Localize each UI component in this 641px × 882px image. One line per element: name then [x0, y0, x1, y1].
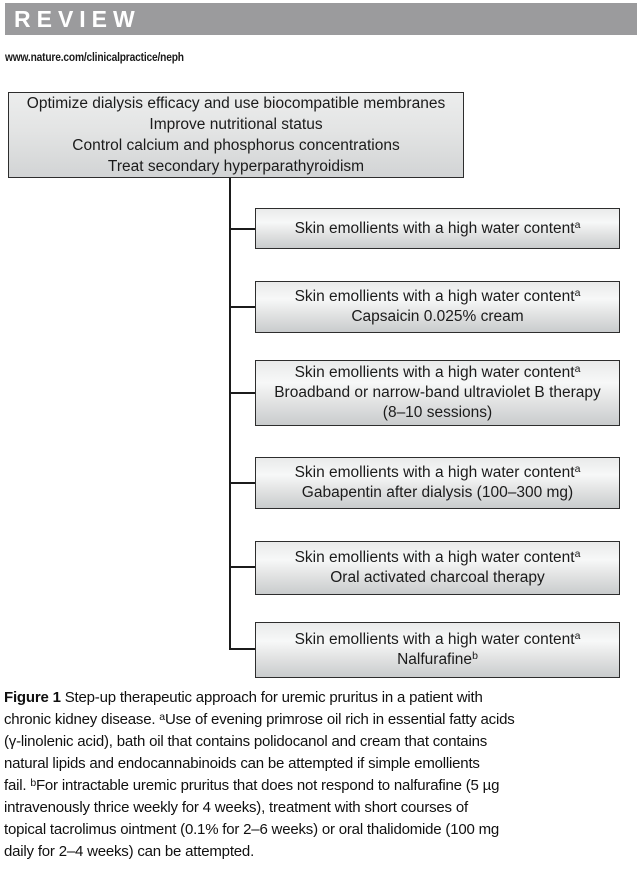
caption-line: natural lipids and endocannabinoids can …	[4, 755, 480, 772]
step-box-line: Skin emollients with a high water conten…	[294, 363, 581, 381]
caption-line: (γ-linolenic acid), bath oil that contai…	[4, 733, 488, 750]
connector-branch-5	[230, 566, 255, 568]
footnote-marker-a: a	[574, 218, 581, 231]
footnote-marker-a: a	[574, 463, 581, 475]
root-box-line: Optimize dialysis efficacy and use bioco…	[26, 95, 446, 112]
review-section-banner: REVIEW	[5, 3, 637, 35]
step-box-line: (8–10 sessions)	[382, 404, 493, 421]
caption-line: intravenously thrice weekly for 4 weeks)…	[4, 799, 468, 816]
figure-number-label: Figure 1	[4, 689, 61, 706]
step-box-line: Skin emollients with a high water conten…	[294, 630, 581, 648]
footnote-marker-b: b	[30, 777, 36, 789]
connector-branch-6	[230, 648, 255, 650]
root-box-line: Improve nutritional status	[149, 116, 323, 133]
step-box-line: Oral activated charcoal therapy	[330, 569, 545, 586]
step-box-line: Skin emollients with a high water conten…	[294, 287, 581, 305]
step-box-5-charcoal: Skin emollients with a high water conten…	[255, 541, 620, 595]
step-box-1-emollients: Skin emollients with a high water conten…	[255, 208, 620, 249]
root-box-line: Treat secondary hyperparathyroidism	[107, 158, 365, 175]
caption-line: fail. bFor intractable uremic pruritus t…	[4, 777, 500, 794]
footnote-marker-a: a	[574, 363, 581, 375]
figure-caption: Figure 1 Step-up therapeutic approach fo…	[4, 687, 641, 863]
root-box-line: Control calcium and phosphorus concentra…	[72, 137, 400, 154]
connector-branch-3	[230, 392, 255, 394]
footnote-marker-a: a	[574, 548, 581, 560]
step-box-3-ultraviolet-b: Skin emollients with a high water conten…	[255, 360, 620, 426]
step-box-line: Gabapentin after dialysis (100–300 mg)	[301, 484, 574, 501]
caption-line: chronic kidney disease. aUse of evening …	[4, 711, 515, 728]
connector-branch-2	[230, 306, 255, 308]
step-box-6-nalfurafine: Skin emollients with a high water conten…	[255, 622, 620, 678]
step-box-2-capsaicin: Skin emollients with a high water conten…	[255, 281, 620, 333]
footnote-marker-a: a	[574, 287, 581, 299]
step-box-line: Nalfurafineb	[397, 650, 478, 668]
step-box-line: Skin emollients with a high water conten…	[294, 218, 581, 237]
connector-branch-4	[230, 482, 255, 484]
footnote-marker-a: a	[159, 711, 165, 723]
caption-line: Figure 1 Step-up therapeutic approach fo…	[4, 689, 483, 706]
step-box-line: Skin emollients with a high water conten…	[294, 548, 581, 566]
root-box-conservative-measures: Optimize dialysis efficacy and use bioco…	[8, 92, 464, 178]
review-section-label: REVIEW	[14, 6, 141, 32]
footnote-marker-b: b	[472, 650, 478, 662]
step-box-line: Capsaicin 0.025% cream	[351, 308, 524, 325]
footnote-marker-a: a	[574, 630, 581, 642]
step-box-line: Broadband or narrow-band ultraviolet B t…	[274, 384, 601, 401]
caption-line: topical tacrolimus ointment (0.1% for 2–…	[4, 821, 500, 838]
step-box-4-gabapentin: Skin emollients with a high water conten…	[255, 457, 620, 509]
step-box-line: Skin emollients with a high water conten…	[294, 463, 581, 481]
connector-branch-1	[230, 228, 255, 230]
caption-line: daily for 2–4 weeks) can be attempted.	[4, 843, 255, 860]
connector-trunk-line	[229, 178, 231, 650]
journal-url: www.nature.com/clinicalpractice/neph	[5, 50, 184, 64]
